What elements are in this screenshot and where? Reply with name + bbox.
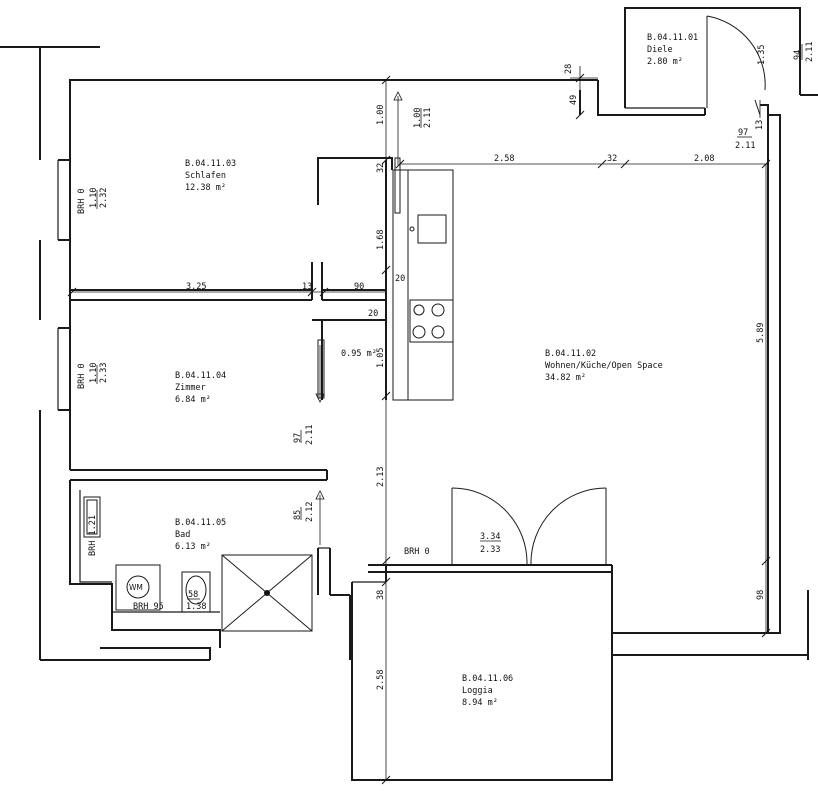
dim-value: 13 <box>302 282 312 292</box>
room-area: 34.82 m² <box>545 373 586 383</box>
door-height: 2.11 <box>423 108 433 128</box>
wc-height: 1.38 <box>186 602 206 612</box>
room-id: B.04.11.06 <box>462 674 513 684</box>
fixtures <box>83 214 454 632</box>
wc-width: 58 <box>188 590 198 600</box>
door-width: 97 <box>738 128 748 138</box>
dim-value: 2.08 <box>694 154 714 164</box>
room-loggia: B.04.11.06 Loggia 8.94 m² <box>462 674 513 708</box>
door-height: 2.11 <box>305 425 315 445</box>
window-brh: BRH 0 <box>77 188 87 214</box>
room-name: Wohnen/Küche/Open Space <box>545 361 663 371</box>
room-id: B.04.11.01 <box>647 33 698 43</box>
door-height: 2.11 <box>805 42 815 62</box>
door-bad-label: 85 2.12 <box>293 502 315 522</box>
room-id: B.04.11.03 <box>185 159 236 169</box>
dim-value: 3.25 <box>186 282 206 292</box>
dim-value: 20 <box>395 274 405 284</box>
dim-value: 98 <box>756 590 766 600</box>
room-area: 12.38 m² <box>185 183 226 193</box>
dimension-values: 1.00 32 1.68 20 20 1.05 2.13 38 2.58 3.2… <box>186 45 767 690</box>
window-height: 2.32 <box>99 188 109 208</box>
room-area: 8.94 m² <box>462 698 498 708</box>
room-name: Loggia <box>462 686 493 696</box>
dim-value: 13 <box>755 120 765 130</box>
dim-value: 32 <box>607 154 617 164</box>
window-height: 2.33 <box>99 363 109 383</box>
walls <box>0 7 818 781</box>
dim-value: 49 <box>569 95 579 105</box>
window-schlafen-label: BRH 0 1.10 2.32 <box>77 188 109 214</box>
window-zimmer-label: BRH 0 1.10 2.33 <box>77 363 109 389</box>
door-height: 2.33 <box>480 545 500 555</box>
window-width: 1.10 <box>89 188 99 208</box>
room-area: 6.13 m² <box>175 542 211 552</box>
window-width: 1.10 <box>89 363 99 383</box>
loggia-door-label: BRH 0 3.34 2.33 <box>404 532 501 557</box>
door-diele-label: 94 2.11 <box>793 42 815 62</box>
door-height: 2.11 <box>735 141 755 151</box>
washer-brh: BRH 95 <box>133 602 164 612</box>
dim-value: 5.89 <box>756 323 766 343</box>
dim-value: 1.68 <box>376 230 386 250</box>
room-schlafen: B.04.11.03 Schlafen 12.38 m² <box>185 159 236 193</box>
room-id: B.04.11.04 <box>175 371 226 381</box>
door-schlafen-label: 1.00 2.11 <box>413 108 433 128</box>
room-area: 2.80 m² <box>647 57 683 67</box>
door-entrance-label: 97 2.11 <box>735 128 755 151</box>
door-width: 85 <box>293 510 303 520</box>
dim-value: 2.13 <box>376 467 386 487</box>
room-area: 6.84 m² <box>175 395 211 405</box>
dim-value: 1.35 <box>757 45 767 65</box>
room-id: B.04.11.05 <box>175 518 226 528</box>
door-width: 1.00 <box>413 108 423 128</box>
dimension-lines <box>67 66 771 785</box>
dim-value: 90 <box>354 282 364 292</box>
door-brh: BRH 0 <box>404 547 430 557</box>
room-wohnen: B.04.11.02 Wohnen/Küche/Open Space 34.82… <box>545 349 663 383</box>
door-width: 3.34 <box>480 532 500 542</box>
room-name: Bad <box>175 530 190 540</box>
doors <box>317 15 766 566</box>
door-height: 2.12 <box>305 502 315 522</box>
room-id: B.04.11.02 <box>545 349 596 359</box>
dim-value: 28 <box>564 64 574 74</box>
room-bad: B.04.11.05 Bad 6.13 m² <box>175 518 226 552</box>
room-zimmer: B.04.11.04 Zimmer 6.84 m² <box>175 371 226 405</box>
dim-value: 1.05 <box>376 348 386 368</box>
dim-value: 20 <box>368 309 378 319</box>
room-abstell: 0.95 m² <box>341 349 377 359</box>
window-bad-label: BRH 1.21 <box>88 515 98 556</box>
window-brh: BRH 1.21 <box>88 515 98 556</box>
dim-value: 2.58 <box>376 670 386 690</box>
dim-value: 38 <box>376 590 386 600</box>
room-diele: B.04.11.01 Diele 2.80 m² <box>647 33 698 67</box>
door-width: 94 <box>793 50 803 60</box>
washer-label: WM <box>129 583 143 592</box>
room-name: Diele <box>647 45 673 55</box>
dim-value: 32 <box>376 163 386 173</box>
dim-value: 2.58 <box>494 154 514 164</box>
dim-value: 1.00 <box>376 105 386 125</box>
window-brh: BRH 0 <box>77 363 87 389</box>
room-name: Zimmer <box>175 383 206 393</box>
room-name: Schlafen <box>185 171 226 181</box>
door-zimmer-label: 97 2.11 <box>293 425 315 445</box>
room-area: 0.95 m² <box>341 349 377 359</box>
door-width: 97 <box>293 433 303 443</box>
